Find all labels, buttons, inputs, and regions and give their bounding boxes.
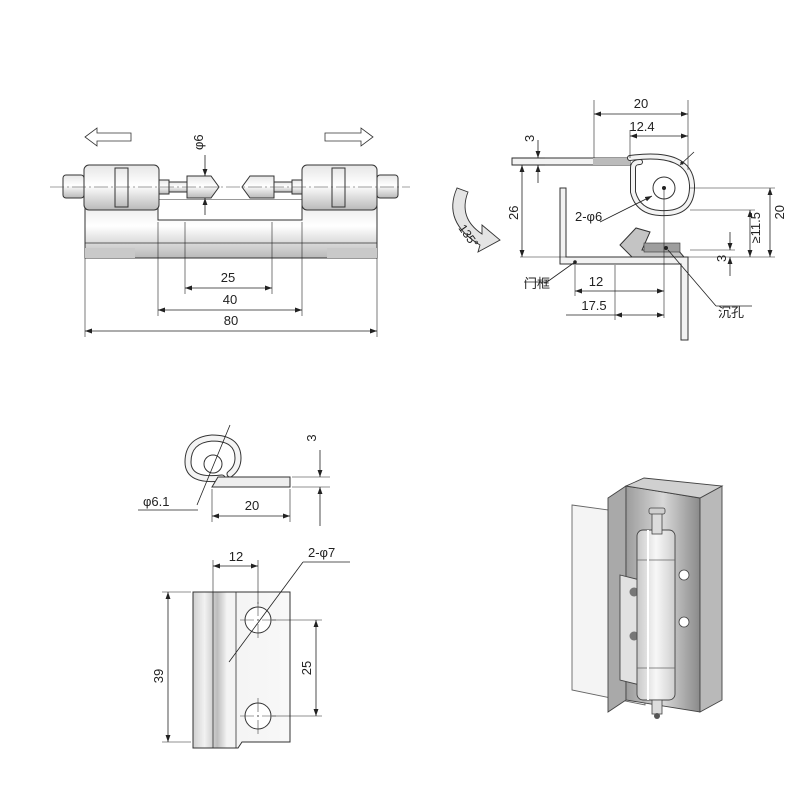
dim-height-39: 39 <box>151 669 166 683</box>
arrow-left-icon <box>84 127 132 147</box>
dim-holes-2-phi6: 2-φ6 <box>575 209 602 224</box>
side-lower-leaf <box>619 227 686 258</box>
label-door-frame: 门框 <box>524 276 550 291</box>
hinge-3d-illustration <box>571 477 724 719</box>
dim-depth-12: 12 <box>589 274 603 289</box>
front-slot <box>157 200 303 221</box>
dim-height-26: 26 <box>506 206 521 220</box>
dim-pin-dia: φ6 <box>191 134 206 150</box>
dim-leaf-length-20: 20 <box>245 498 259 513</box>
dim-width-20: 20 <box>634 96 648 111</box>
dim-thickness-3: 3 <box>522 135 537 142</box>
leaf-plate <box>192 591 291 749</box>
knuckle-section-view: φ6.1 20 3 <box>138 424 330 526</box>
front-view: φ6 25 40 80 <box>50 127 410 337</box>
dim-inner-length: 40 <box>223 292 237 307</box>
knuckle-leaf <box>211 476 291 488</box>
dim-leaf-thickness-3: 3 <box>304 434 319 441</box>
dim-holes-2-phi7: 2-φ7 <box>308 545 335 560</box>
dim-hole-spacing-25: 25 <box>299 661 314 675</box>
arrow-right-icon <box>324 127 374 147</box>
leaf-view: 12 2-φ7 39 25 <box>151 545 350 749</box>
dim-depth-17-5: 17.5 <box>581 298 606 313</box>
label-countersink: 沉孔 <box>718 305 744 320</box>
3d-hinge-barrel <box>636 529 676 701</box>
dim-offset-12: 12 <box>229 549 243 564</box>
dim-min-11-5: ≥11.5 <box>748 212 763 243</box>
3d-pin-top <box>651 511 663 535</box>
dim-gap-3: 3 <box>714 255 729 262</box>
side-door-frame <box>559 187 689 341</box>
angle-135: 135° <box>456 222 482 251</box>
3d-pin-bottom <box>651 699 663 715</box>
dim-bore-6-1: φ6.1 <box>143 494 170 509</box>
dim-overall-length: 80 <box>224 313 238 328</box>
dim-right-height-20: 20 <box>772 205 787 219</box>
dim-offset-12-4: 12.4 <box>629 119 654 134</box>
dim-hole-spacing: 25 <box>221 270 235 285</box>
rotation-arrow-icon <box>452 187 501 253</box>
side-view: 135° 20 12.4 3 26 2-φ6 20 <box>452 96 787 341</box>
